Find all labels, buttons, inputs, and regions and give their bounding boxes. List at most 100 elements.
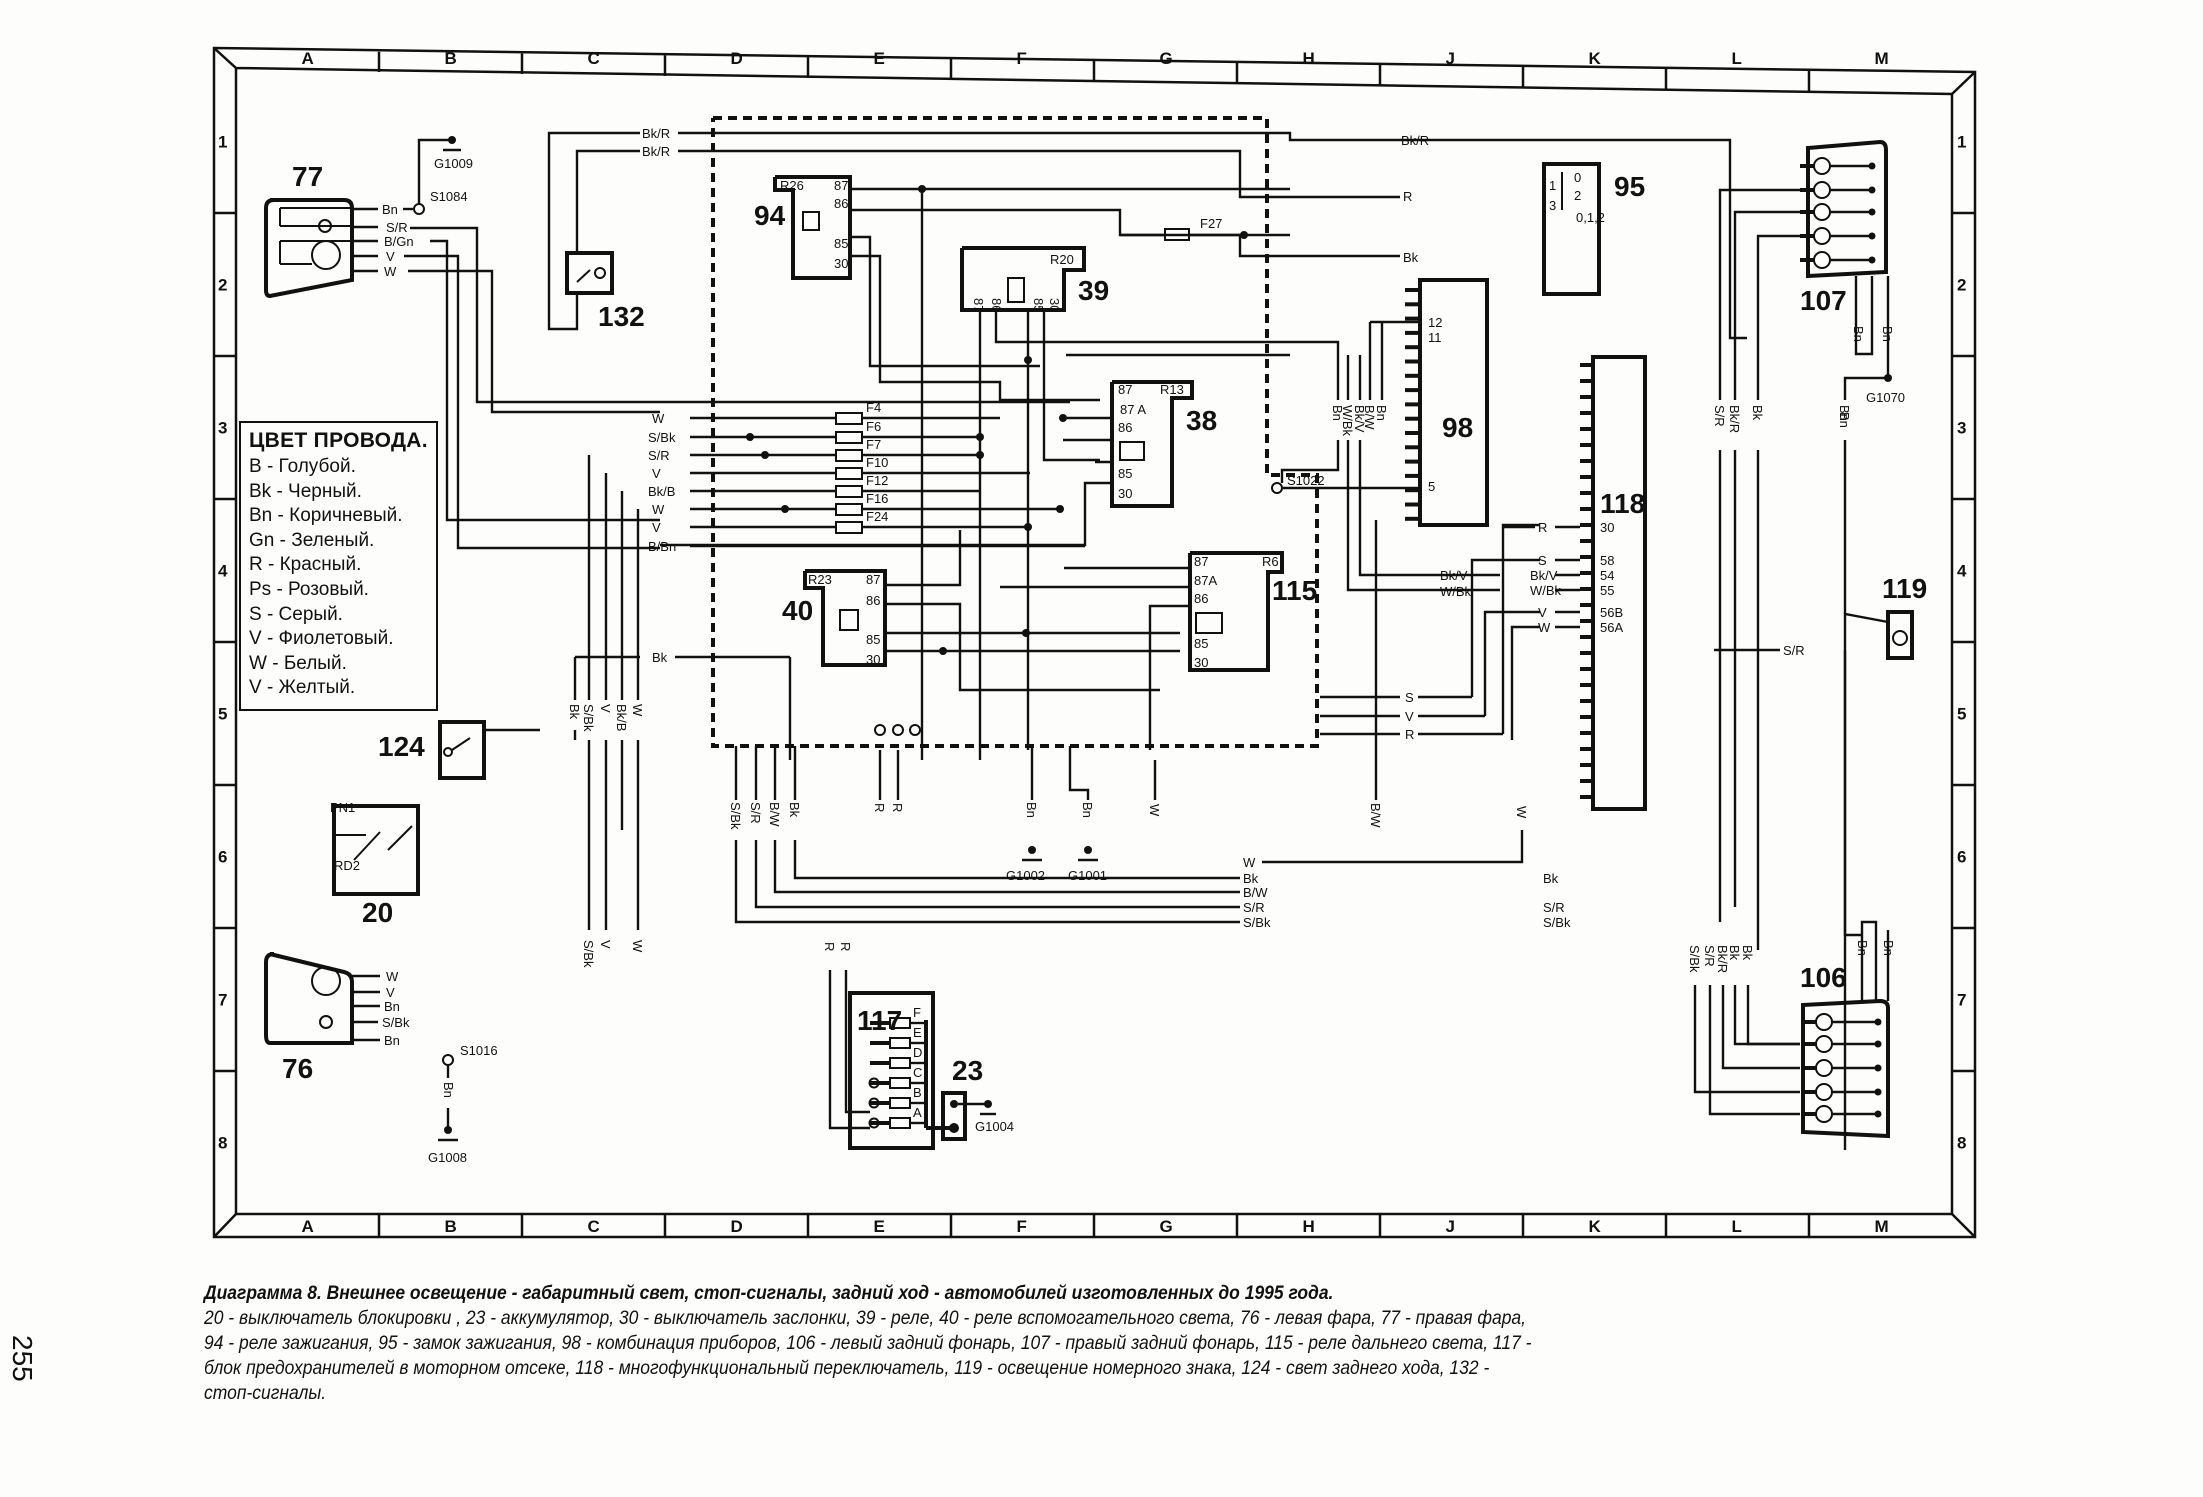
fuse-label: D <box>913 1045 922 1060</box>
stop-lamp-switch-132: 132 Bk/R Bk/R <box>547 126 670 332</box>
pin-label: 86 <box>866 593 880 608</box>
wire-label: Bk/B <box>614 704 629 731</box>
grid-row-label: 5 <box>1957 705 1966 724</box>
wire-label: R <box>890 803 905 812</box>
fuse-label: E <box>913 1025 922 1040</box>
wire-label: R <box>822 942 837 951</box>
wire-label: Bn <box>1080 802 1095 818</box>
wire-label: Bn <box>1837 412 1852 428</box>
wire-label: S/Bk <box>1243 915 1271 930</box>
legend-item: R - Красный. <box>249 554 362 576</box>
wire-label: Bn <box>1024 802 1039 818</box>
grid-column-label: D <box>731 49 743 68</box>
wire-label: Bk <box>652 650 668 665</box>
relay-code: R20 <box>1050 252 1074 267</box>
wire-label: Bk/R <box>1401 133 1429 148</box>
instrument-cluster-98: 98 12 11 5 <box>1418 278 1489 527</box>
wire-label: Bk/R <box>642 126 670 141</box>
legend-item: V - Фиолетовый. <box>249 628 394 650</box>
grid-column-label: A <box>302 1217 314 1236</box>
relay-code: R13 <box>1160 382 1184 397</box>
pin-label: 87A <box>1194 573 1217 588</box>
fuse-label: B <box>913 1085 922 1100</box>
grid-column-label: C <box>588 1217 600 1236</box>
component-number-77: 77 <box>292 161 323 192</box>
bulb-icon <box>319 1015 333 1029</box>
grid-column-label: E <box>874 49 885 68</box>
wire-label: Bk/R <box>642 144 670 159</box>
pin-label: 58 <box>1600 553 1614 568</box>
right-rear-lamp-107: 107 <box>1800 139 1888 316</box>
wire-label: Bk <box>1750 405 1765 421</box>
pin-label: 86 <box>1118 420 1132 435</box>
component-number-40: 40 <box>782 595 813 626</box>
legend-item: Bn - Коричневый. <box>249 505 403 527</box>
component-number-119: 119 <box>1882 573 1927 604</box>
grid-row-label: 3 <box>1957 419 1966 438</box>
relay-94: R26 87 86 85 30 94 <box>754 175 852 280</box>
bulb-icon <box>1815 1083 1833 1101</box>
pin-label: 56A <box>1600 620 1623 635</box>
wire-label: Bk/R <box>1715 945 1730 973</box>
fuse-icon <box>889 1037 911 1049</box>
fuse-icon <box>889 1057 911 1069</box>
diagram-frame <box>212 46 1977 1239</box>
grid-column-label: A <box>302 49 314 68</box>
wire-label: Bn <box>1855 940 1870 956</box>
wire-label: S/R <box>648 448 670 463</box>
wire-label: W <box>630 940 645 953</box>
wire-label: Bk <box>1740 945 1755 961</box>
fuse-icon <box>835 467 863 480</box>
grid-row-label: 7 <box>218 991 227 1010</box>
grid-column-label: K <box>1589 49 1602 68</box>
relay-38: R13 87 87 A 86 85 30 38 <box>1110 380 1217 508</box>
grid-row-label: 8 <box>1957 1134 1966 1153</box>
component-number-106: 106 <box>1800 962 1847 993</box>
wire-label: Bn <box>1851 326 1866 342</box>
legend-item: W - Белый. <box>249 652 347 674</box>
wire-label: W <box>652 502 665 517</box>
bulb-icon <box>1813 157 1831 175</box>
relay-code: R26 <box>780 178 804 193</box>
wire-label: V <box>598 940 613 949</box>
splice-label: S1084 <box>430 189 468 204</box>
wire-label: Bk <box>1543 871 1559 886</box>
wire-label: W <box>386 969 399 984</box>
headlamp-76-wires: W V Bn S/Bk Bn S1016 Bn G1008 <box>352 969 498 1165</box>
component-number-39: 39 <box>1078 275 1109 306</box>
figure-caption: Диаграмма 8. Внешнее освещение - габарит… <box>204 1281 1860 1406</box>
wire-label: R <box>838 942 853 951</box>
wire-label: W <box>1147 804 1162 817</box>
legend-item: S - Серый. <box>249 603 343 625</box>
fuse-icon <box>835 449 863 462</box>
component-number-118: 118 <box>1600 488 1645 519</box>
bulb-icon <box>1813 203 1831 221</box>
grid-row-label: 2 <box>1957 276 1966 295</box>
wire-color-legend: ЦВЕТ ПРОВОДА. B - Голубой.Bk - Черный.Bn… <box>239 421 438 711</box>
pin-label: 30 <box>834 256 848 271</box>
wire-label: Bk <box>567 704 582 720</box>
grid-row-label: 7 <box>1957 991 1966 1010</box>
multifunction-switch-118: 118 <box>1591 355 1647 811</box>
wire-label: S/R <box>1543 900 1565 915</box>
wire-label: V <box>652 466 661 481</box>
bulb-icon <box>1815 1035 1833 1053</box>
wire-label: S/Bk <box>581 704 596 732</box>
ground-label: G1001 <box>1068 868 1107 883</box>
bulb-icon <box>1813 227 1831 245</box>
grid-row-label: 4 <box>1957 562 1967 581</box>
fuse-label: F6 <box>866 419 881 434</box>
wire-label: S/R <box>748 802 763 824</box>
headlamp-77-wires: Bn S/R B/Gn V W S1084 G1009 <box>352 136 1070 550</box>
wire-label: S/R <box>1243 900 1265 915</box>
wire-label: Bk/R <box>1727 405 1742 433</box>
switch-position: 1 <box>1549 178 1556 193</box>
grid-column-label: F <box>1017 1217 1027 1236</box>
wire-label: W <box>1514 806 1529 819</box>
relay-115: R6 87 87A 86 85 30 115 <box>1188 551 1317 672</box>
